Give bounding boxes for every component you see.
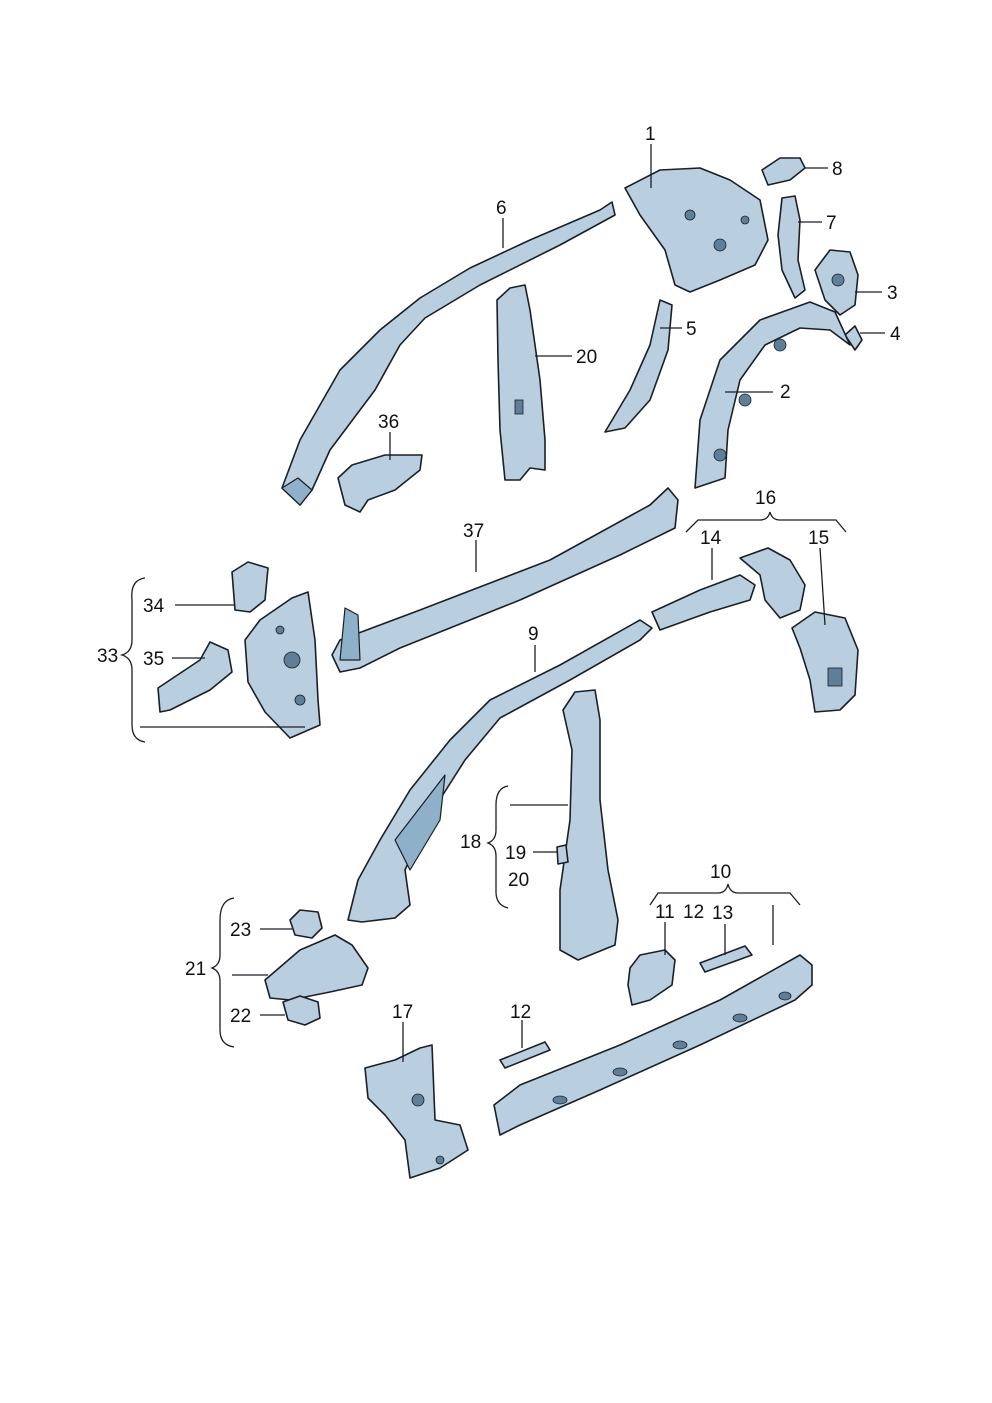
callout-18: 18 xyxy=(460,832,481,853)
part-22 xyxy=(282,995,321,1026)
callout-17: 17 xyxy=(392,1002,413,1023)
part-plate-3 xyxy=(814,249,859,316)
callout-14: 14 xyxy=(700,528,722,549)
part-bracket-7 xyxy=(777,195,806,299)
callout-2: 2 xyxy=(780,382,791,403)
part-wheel-house xyxy=(694,301,851,489)
callout-3: 3 xyxy=(887,283,898,304)
callout-12-upper: 12 xyxy=(683,902,704,923)
part-14 xyxy=(651,574,756,631)
part-reinforcement-5 xyxy=(604,299,673,433)
part-b-pillar xyxy=(559,689,619,961)
part-16-bracket xyxy=(739,547,806,619)
part-15 xyxy=(791,611,859,713)
part-side-sill-outer xyxy=(493,954,813,1136)
part-a-pillar-lower-plate xyxy=(244,591,321,739)
callout-1: 1 xyxy=(645,124,656,145)
callout-5: 5 xyxy=(686,319,697,340)
part-13 xyxy=(699,945,753,973)
part-34 xyxy=(231,561,269,613)
part-clip-19 xyxy=(556,844,569,865)
group-braces xyxy=(119,511,847,1048)
leader-lines xyxy=(140,144,885,1062)
callout-labels: 1 8 6 7 3 5 4 20 2 36 16 37 14 15 34 9 3… xyxy=(97,124,901,1027)
callout-37: 37 xyxy=(463,521,484,542)
callout-16: 16 xyxy=(755,488,776,509)
callout-11: 11 xyxy=(655,902,675,923)
callout-7: 7 xyxy=(826,213,837,234)
callout-12-lower: 12 xyxy=(510,1002,531,1023)
part-23 xyxy=(289,909,323,939)
callout-23: 23 xyxy=(230,920,251,941)
part-b-pillar-inner-upper xyxy=(496,284,546,481)
callout-21: 21 xyxy=(185,959,206,980)
part-12-lower xyxy=(499,1041,551,1069)
callout-36: 36 xyxy=(378,412,399,433)
callout-15: 15 xyxy=(808,528,829,549)
callout-20-upper: 20 xyxy=(576,347,597,368)
part-sill-member xyxy=(331,487,679,673)
callout-4: 4 xyxy=(890,324,901,345)
part-clip-4 xyxy=(844,325,863,351)
callout-6: 6 xyxy=(496,198,507,219)
callout-35: 35 xyxy=(143,649,164,670)
part-small-bracket-8 xyxy=(761,157,806,186)
callout-9: 9 xyxy=(528,624,539,645)
part-11 xyxy=(627,949,676,1006)
callout-33: 33 xyxy=(97,646,118,667)
callout-19: 19 xyxy=(505,843,526,864)
callout-34: 34 xyxy=(143,596,165,617)
part-side-frame-outer xyxy=(347,619,653,923)
part-bracket-36 xyxy=(337,454,423,513)
part-17 xyxy=(364,1044,469,1179)
part-quarter-inner-panel xyxy=(624,167,769,293)
part-21-bracket xyxy=(264,934,369,1001)
callout-8: 8 xyxy=(832,159,843,180)
callout-10: 10 xyxy=(710,862,731,883)
callout-22: 22 xyxy=(230,1006,251,1027)
callout-13: 13 xyxy=(712,903,733,924)
callout-20-lower: 20 xyxy=(508,870,529,891)
part-roof-rail-upper xyxy=(281,201,616,506)
part-35 xyxy=(157,641,233,713)
